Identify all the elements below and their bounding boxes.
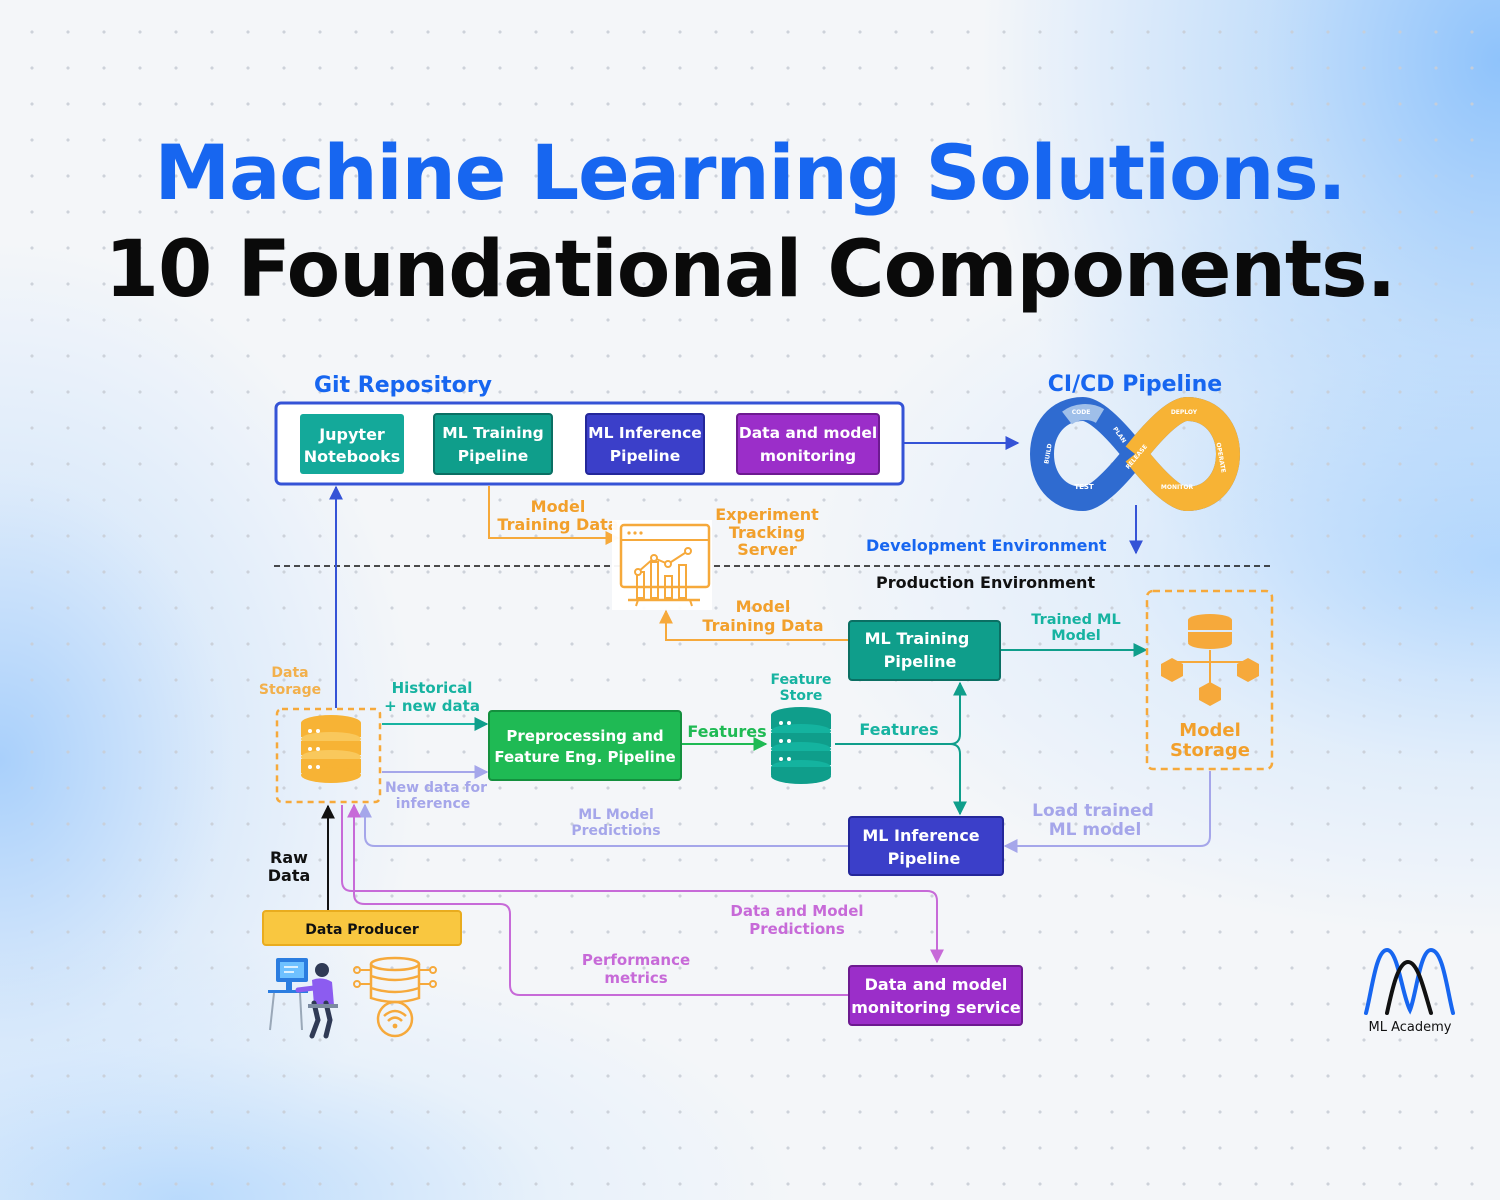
model-storage-label-2: Storage — [1170, 740, 1250, 761]
features-to-inference-arrow — [949, 743, 967, 816]
main-title: Machine Learning Solutions. — [154, 128, 1346, 217]
git-training-to-tracking-arrow — [488, 486, 620, 545]
data-server-wifi-icon — [353, 956, 437, 1038]
historical-new-data-label-1: Historical — [392, 679, 473, 697]
inference-box-line-2: Pipeline — [888, 849, 961, 868]
cicd-infinity-icon: CODE BUILD TEST PLAN RELEASE DEPLOY OPER… — [1030, 397, 1240, 511]
model-training-data-bottom-1: Model — [736, 597, 791, 616]
git-training-line-1: ML Training — [442, 424, 543, 442]
monitoring-service-box[interactable]: Data and model monitoring service — [848, 965, 1023, 1026]
ml-training-pipeline-box[interactable]: ML Training Pipeline — [848, 620, 1001, 681]
cicd-stage-deploy: DEPLOY — [1171, 409, 1198, 416]
feature-store-label-1: Feature — [771, 672, 832, 688]
cicd-stage-code: CODE — [1072, 409, 1091, 416]
git-ml-inference-pipeline-box[interactable]: ML Inference Pipeline — [585, 413, 705, 475]
load-model-arrow — [1003, 771, 1211, 853]
subtitle: 10 Foundational Components. — [104, 225, 1396, 315]
person-at-computer-icon — [268, 958, 338, 1039]
new-data-inference-label-2: inference — [396, 796, 471, 812]
raw-data-label-1: Raw — [270, 848, 308, 867]
monitoring-service-line-1: Data and model — [865, 975, 1008, 994]
feature-store-database-icon[interactable] — [771, 707, 831, 784]
data-producer-label: Data Producer — [305, 922, 419, 938]
data-model-predictions-label-1: Data and Model — [730, 902, 863, 920]
git-ml-training-pipeline-box[interactable]: ML Training Pipeline — [433, 413, 553, 475]
git-repository-label: Git Repository — [314, 373, 492, 398]
git-inference-line-1: ML Inference — [588, 424, 702, 442]
experiment-tracking-label-1: Experiment — [715, 505, 819, 524]
model-storage-label-1: Model — [1179, 720, 1241, 741]
raw-data-label-2: Data — [268, 866, 311, 885]
ml-academy-name: ML Academy — [1369, 1020, 1452, 1035]
model-storage-icon — [1161, 614, 1259, 706]
training-to-tracking-arrow — [659, 609, 849, 641]
preprocessing-line-1: Preprocessing and — [506, 727, 663, 745]
jupyter-notebooks-box[interactable]: Jupyter Notebooks — [300, 414, 404, 474]
git-inference-line-2: Pipeline — [610, 447, 680, 465]
performance-metrics-label-2: metrics — [604, 969, 667, 987]
cicd-stage-build: BUILD — [1043, 443, 1053, 464]
model-training-data-top-2: Training Data — [497, 515, 618, 534]
cicd-pipeline-label: CI/CD Pipeline — [1048, 372, 1222, 397]
ml-academy-logo: ML Academy — [1364, 947, 1455, 1035]
experiment-tracking-label-3: Server — [737, 540, 797, 559]
git-monitoring-line-2: monitoring — [760, 447, 856, 465]
training-box-line-2: Pipeline — [884, 652, 957, 671]
preprocessing-pipeline-box[interactable]: Preprocessing and Feature Eng. Pipeline — [488, 710, 682, 781]
data-producer-box[interactable]: Data Producer — [262, 910, 462, 946]
development-environment-label: Development Environment — [866, 536, 1107, 555]
cicd-stage-monitor: MONITOR — [1161, 484, 1194, 491]
performance-metrics-label-1: Performance — [582, 951, 690, 969]
git-monitoring-box[interactable]: Data and model monitoring — [736, 413, 880, 475]
jupyter-line-2: Notebooks — [304, 447, 400, 466]
production-environment-label: Production Environment — [876, 573, 1095, 592]
data-storage-database-icon — [301, 715, 361, 783]
trained-ml-model-label-2: Model — [1051, 628, 1101, 644]
model-storage-box[interactable]: Model Storage — [1145, 589, 1274, 771]
metrics-to-storage-arrow — [347, 803, 848, 996]
ml-inference-pipeline-box[interactable]: ML Inference Pipeline — [848, 816, 1004, 876]
storage-to-monitoring-arrow — [341, 805, 944, 964]
inference-box-line-1: ML Inference — [862, 826, 979, 845]
cicd-stage-test: TEST — [1074, 483, 1094, 491]
new-data-inference-label-1: New data for — [385, 780, 487, 796]
feature-store-label-2: Store — [780, 688, 823, 704]
load-trained-model-label-1: Load trained — [1032, 801, 1154, 821]
features-label-2: Features — [859, 720, 938, 739]
git-training-line-2: Pipeline — [458, 447, 528, 465]
jupyter-line-1: Jupyter — [318, 425, 385, 444]
trained-ml-model-label-1: Trained ML — [1031, 612, 1120, 628]
data-model-predictions-label-2: Predictions — [749, 920, 845, 938]
monitoring-service-line-2: monitoring service — [851, 998, 1021, 1017]
experiment-tracking-server-icon[interactable] — [612, 520, 712, 610]
ml-model-predictions-label-2: Predictions — [571, 823, 660, 839]
historical-new-data-label-2: + new data — [384, 697, 480, 715]
data-storage-box[interactable] — [275, 707, 382, 804]
git-monitoring-line-1: Data and model — [739, 424, 877, 442]
model-training-data-top-1: Model — [531, 497, 586, 516]
features-label-1: Features — [687, 722, 766, 741]
data-storage-label-1: Data — [271, 665, 308, 681]
experiment-tracking-label-2: Tracking — [729, 523, 805, 542]
predictions-to-storage-arrow — [358, 803, 848, 847]
preprocessing-line-2: Feature Eng. Pipeline — [494, 748, 675, 766]
ml-model-predictions-label-1: ML Model — [578, 807, 654, 823]
load-trained-model-label-2: ML model — [1049, 820, 1142, 840]
training-box-line-1: ML Training — [865, 629, 970, 648]
model-training-data-bottom-2: Training Data — [702, 616, 823, 635]
data-storage-label-2: Storage — [259, 682, 321, 698]
